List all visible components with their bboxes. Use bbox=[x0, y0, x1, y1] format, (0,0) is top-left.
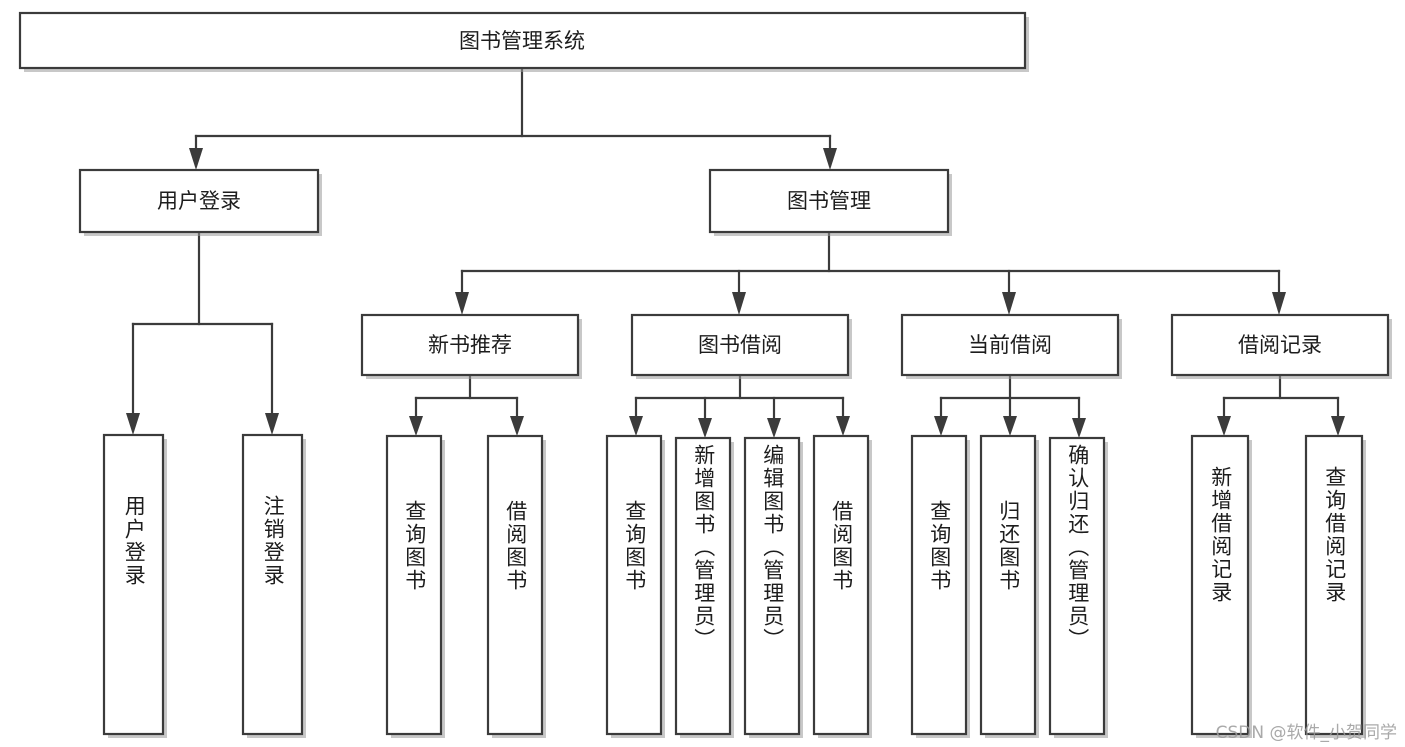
arrowhead-icon bbox=[1217, 416, 1231, 436]
leaf-rect-logout[interactable] bbox=[241, 433, 304, 736]
node-label-root: 图书管理系统 bbox=[459, 29, 585, 53]
node-current-borrow[interactable]: 当前借阅 bbox=[900, 313, 1122, 379]
arrowhead-icon bbox=[732, 292, 746, 315]
arrowhead-icon bbox=[409, 416, 423, 436]
leaf-rect-confirm-return-admin[interactable] bbox=[1048, 436, 1106, 736]
arrowhead-icon bbox=[455, 292, 469, 315]
arrowhead-icon bbox=[1072, 418, 1086, 438]
node-rect[interactable] bbox=[708, 168, 950, 234]
node-rect[interactable] bbox=[900, 313, 1120, 377]
node-label-new-book-recommend: 新书推荐 bbox=[428, 333, 512, 357]
node-book-borrow[interactable]: 图书借阅 bbox=[630, 313, 852, 379]
arrowhead-icon bbox=[1331, 416, 1345, 436]
leaf-rect-query-book-current[interactable] bbox=[910, 434, 968, 736]
leaf-rect-query-book-borrow[interactable] bbox=[605, 434, 663, 736]
leaf-rect-add-borrow-record[interactable] bbox=[1190, 434, 1250, 736]
node-root[interactable]: 图书管理系统 bbox=[18, 11, 1029, 72]
node-user-login[interactable]: 用户登录 bbox=[78, 168, 322, 236]
node-rect[interactable] bbox=[360, 313, 580, 377]
leaf-rect-query-borrow-record[interactable] bbox=[1304, 434, 1364, 736]
arrowhead-icon bbox=[629, 416, 643, 436]
node-label-book-management: 图书管理 bbox=[787, 189, 871, 213]
node-new-book-recommend[interactable]: 新书推荐 bbox=[360, 313, 582, 379]
arrowhead-icon bbox=[510, 416, 524, 436]
arrowhead-icon bbox=[1002, 292, 1016, 315]
node-label-user-login: 用户登录 bbox=[157, 189, 241, 213]
arrowhead-icon bbox=[836, 416, 850, 436]
node-book-management[interactable]: 图书管理 bbox=[708, 168, 952, 236]
node-rect[interactable] bbox=[18, 11, 1027, 70]
node-rect[interactable] bbox=[78, 168, 320, 234]
node-rect[interactable] bbox=[630, 313, 850, 377]
node-label-current-borrow: 当前借阅 bbox=[968, 333, 1052, 357]
leaf-boxes bbox=[102, 433, 1366, 738]
leaf-rect-query-book-recommend[interactable] bbox=[385, 434, 443, 736]
arrowhead-icon bbox=[1003, 416, 1017, 436]
arrowhead-icon bbox=[126, 413, 140, 435]
leaf-rect-add-book-admin[interactable] bbox=[674, 436, 732, 736]
leaf-rect-borrow-book-recommend[interactable] bbox=[486, 434, 544, 736]
leaf-rect-borrow-book[interactable] bbox=[812, 434, 870, 736]
arrowhead-icon bbox=[823, 148, 837, 170]
connectors bbox=[131, 66, 1340, 420]
node-rect[interactable] bbox=[1170, 313, 1390, 377]
leaf-rect-user-login[interactable] bbox=[102, 433, 165, 736]
arrowhead-icon bbox=[1272, 292, 1286, 315]
arrowhead-icon bbox=[189, 148, 203, 170]
leaf-rect-edit-book-admin[interactable] bbox=[743, 436, 801, 736]
arrowhead-icon bbox=[934, 416, 948, 436]
node-label-book-borrow: 图书借阅 bbox=[698, 333, 782, 357]
arrow-heads bbox=[126, 148, 1345, 438]
leaf-rect-return-book[interactable] bbox=[979, 434, 1037, 736]
arrowhead-icon bbox=[265, 413, 279, 435]
node-label-borrow-records: 借阅记录 bbox=[1238, 333, 1322, 357]
arrowhead-icon bbox=[698, 418, 712, 438]
node-borrow-records[interactable]: 借阅记录 bbox=[1170, 313, 1392, 379]
arrowhead-icon bbox=[767, 418, 781, 438]
